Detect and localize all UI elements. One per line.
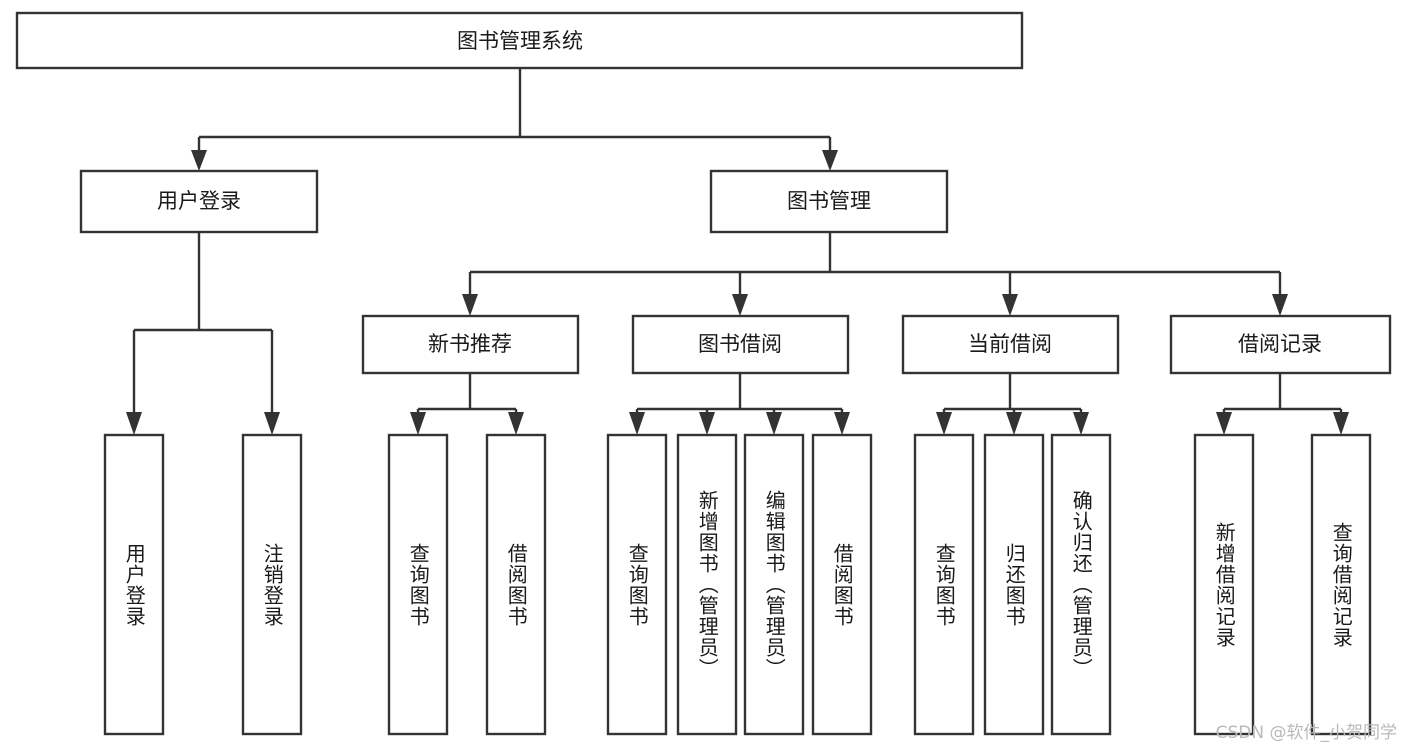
- arrow-head-book-borrow: [732, 294, 748, 316]
- arrow-head-leaf-query-record: [1333, 412, 1349, 435]
- node-leaf-confirm-return-box[interactable]: [1050, 433, 1112, 736]
- arrow-head-book-manage: [822, 150, 838, 171]
- node-leaf-add-record-box[interactable]: [1193, 433, 1255, 736]
- node-new-book-rec-label: 新书推荐: [428, 332, 512, 356]
- node-leaf-return-book-box[interactable]: [983, 433, 1045, 736]
- node-user-login-label: 用户登录: [157, 189, 241, 213]
- arrow-head-leaf-user-login: [126, 412, 142, 435]
- arrow-head-leaf-add-book: [699, 412, 715, 435]
- node-current-borrow-box[interactable]: [901, 314, 1120, 375]
- node-leaf-query-book-rec-box[interactable]: [387, 433, 449, 736]
- arrow-head-leaf-user-logout: [264, 412, 280, 435]
- arrow-head-leaf-confirm-return: [1073, 412, 1089, 435]
- node-borrow-record-label: 借阅记录: [1238, 332, 1322, 356]
- node-borrow-record-box[interactable]: [1169, 314, 1392, 375]
- arrow-head-leaf-query-book-rec: [410, 412, 426, 435]
- arrow-head-leaf-query-book-cur: [936, 412, 952, 435]
- arrow-head-leaf-borrow-book: [834, 412, 850, 435]
- node-book-borrow-box[interactable]: [631, 314, 850, 375]
- arrow-head-user-login: [191, 150, 207, 171]
- node-book-manage-label: 图书管理: [787, 189, 871, 213]
- arrow-head-borrow-record: [1272, 294, 1288, 316]
- node-leaf-query-book-cur-box[interactable]: [913, 433, 975, 736]
- arrow-head-current-borrow: [1002, 294, 1018, 316]
- arrow-head-leaf-borrow-book-rec: [508, 412, 524, 435]
- node-root-box[interactable]: [15, 11, 1024, 70]
- node-leaf-edit-book-box[interactable]: [743, 433, 805, 736]
- arrow-head-leaf-add-record: [1216, 412, 1232, 435]
- node-group: 图书管理系统 用户登录 图书管理 新书推荐 图书借阅 当前借阅 借阅记录: [15, 11, 1392, 736]
- arrow-head-leaf-edit-book: [766, 412, 782, 435]
- node-leaf-add-book-box[interactable]: [676, 433, 738, 736]
- node-new-book-rec-box[interactable]: [361, 314, 580, 375]
- node-current-borrow-label: 当前借阅: [968, 332, 1052, 356]
- node-book-borrow-label: 图书借阅: [698, 332, 782, 356]
- connector-group: [126, 68, 1349, 435]
- watermark-text: CSDN @软件_小贺同学: [1215, 723, 1397, 743]
- node-leaf-user-logout-box[interactable]: [241, 433, 303, 736]
- node-leaf-query-book-borrow-box[interactable]: [606, 433, 668, 736]
- node-book-manage-box[interactable]: [709, 169, 949, 234]
- node-leaf-borrow-book-rec-box[interactable]: [485, 433, 547, 736]
- arrow-head-leaf-return-book: [1006, 412, 1022, 435]
- node-leaf-user-login-box[interactable]: [103, 433, 165, 736]
- node-root-label: 图书管理系统: [457, 29, 583, 53]
- node-leaf-query-record-box[interactable]: [1310, 433, 1372, 736]
- node-leaf-borrow-book-box[interactable]: [811, 433, 873, 736]
- arrow-head-new-book-rec: [462, 294, 478, 316]
- node-user-login-box[interactable]: [79, 169, 319, 234]
- arrow-head-leaf-query-book-borrow: [629, 412, 645, 435]
